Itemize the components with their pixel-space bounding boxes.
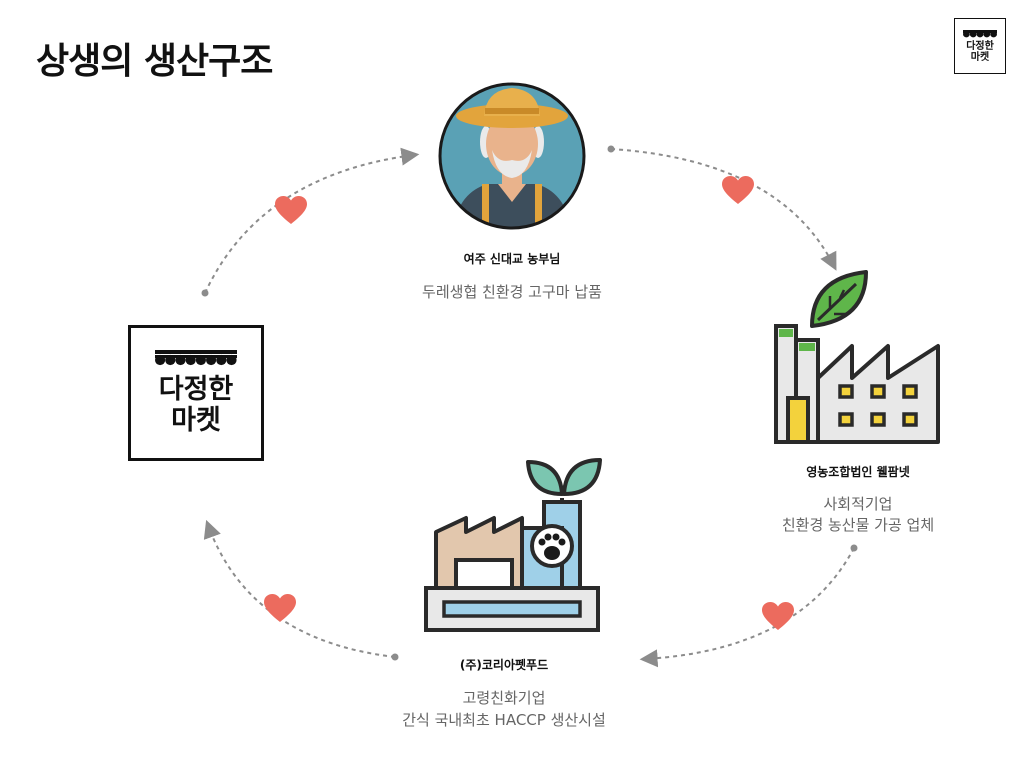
corner-brand-logo: 다정한 마켓 bbox=[954, 18, 1006, 74]
wellfarm-desc-line1: 사회적기업 bbox=[823, 495, 893, 513]
petfood-desc-line2: 간식 국내최초 HACCP 생산시설 bbox=[402, 711, 606, 729]
petfood-desc-line1: 고령친화기업 bbox=[462, 689, 546, 707]
heart-icon bbox=[722, 176, 754, 204]
connector-wellfarm-to-petfood bbox=[639, 544, 858, 668]
wellfarm-desc-line2: 친환경 농산물 가공 업체 bbox=[781, 516, 935, 534]
corner-logo-line1: 다정한 bbox=[966, 40, 994, 52]
page-title: 상생의 생산구조 bbox=[36, 41, 273, 82]
heart-icon bbox=[264, 594, 296, 622]
corner-logo-line2: 마켓 bbox=[970, 51, 990, 63]
market-logo-line2: 마켓 bbox=[171, 405, 221, 436]
awning-icon bbox=[963, 29, 997, 37]
connector-petfood-to-market bbox=[203, 519, 399, 661]
market-logo: 다정한 마켓 bbox=[128, 325, 264, 461]
connector-farmer-to-wellfarm bbox=[607, 145, 837, 271]
market-logo-line1: 다정한 bbox=[158, 374, 234, 405]
petfood-name: (주)코리아펫푸드 bbox=[459, 658, 549, 672]
sprout-icon bbox=[526, 458, 602, 508]
paw-icon bbox=[530, 524, 574, 568]
awning-icon bbox=[155, 350, 237, 366]
wellfarm-name: 영농조합법인 웰팜넷 bbox=[806, 465, 910, 479]
connector-market-to-farmer bbox=[201, 147, 420, 297]
farmer-avatar bbox=[438, 82, 586, 230]
factory-icon bbox=[424, 458, 602, 632]
leaf-icon bbox=[810, 270, 868, 328]
heart-icon bbox=[762, 602, 794, 630]
heart-icon bbox=[275, 196, 307, 224]
farmer-desc: 두레생협 친환경 고구마 납품 bbox=[422, 283, 602, 301]
factory-icon bbox=[774, 270, 940, 444]
farmer-name: 여주 신대교 농부님 bbox=[463, 252, 561, 266]
